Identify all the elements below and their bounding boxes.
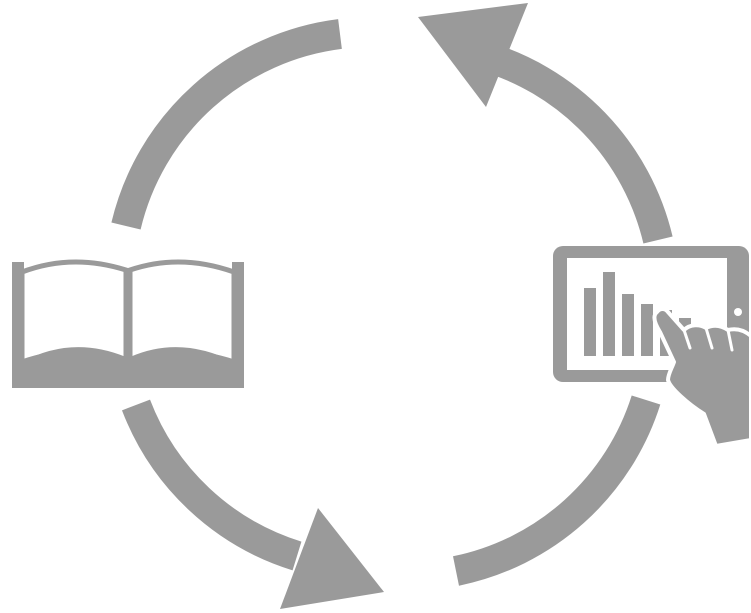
cycle-arrowhead-top [418,3,528,107]
cycle-arc-bottom-left [121,399,302,571]
cycle-arc-top-left [111,19,342,230]
cycle-arc-bottom-right [452,395,661,586]
cycle-arrowhead-bottom [280,508,384,609]
tablet-chart-touch-icon [553,246,751,448]
cycle-arc-top-right [475,40,673,244]
pointing-hand-icon [652,307,751,448]
open-book-icon [12,259,244,388]
tablet-home-button [734,308,742,316]
